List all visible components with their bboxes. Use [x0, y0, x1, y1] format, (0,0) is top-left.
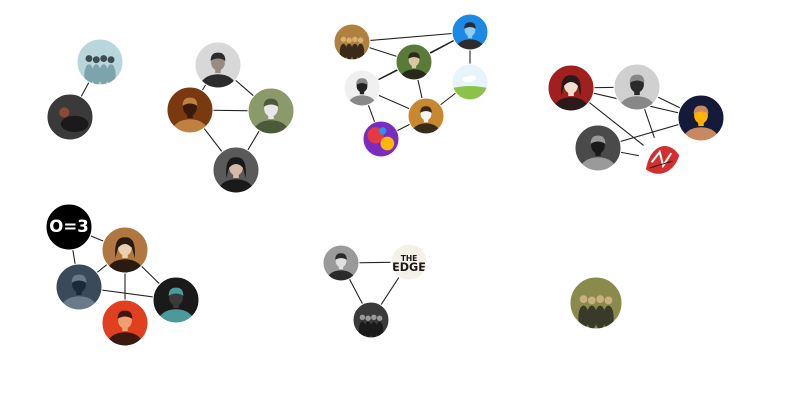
node-ring — [677, 94, 725, 142]
node-ring — [569, 276, 623, 330]
dark-photo-icon — [47, 94, 93, 140]
node-ring — [45, 203, 93, 251]
node-logo-text-bottom: EDGE — [392, 261, 426, 274]
node-portrait-man-b1[interactable] — [194, 41, 242, 100]
node-portrait-man-d4[interactable] — [574, 124, 622, 183]
node-group-photo-g1[interactable] — [569, 276, 623, 330]
portrait-woman-icon — [548, 65, 594, 111]
node-portrait-man-e4[interactable] — [152, 276, 200, 335]
node-portrait-man-b3[interactable] — [247, 87, 295, 146]
node-portrait-man-c2[interactable] — [451, 13, 489, 59]
node-portrait-man-d2[interactable] — [613, 63, 661, 122]
group-photo-icon — [570, 277, 622, 329]
node-ring — [574, 124, 622, 172]
node-portrait-man-f1[interactable] — [322, 244, 360, 290]
portrait-woman-icon — [102, 227, 148, 273]
node-text-logo-e1[interactable]: O=3 — [45, 203, 93, 251]
node-portrait-woman-d1[interactable] — [547, 64, 595, 123]
node-portrait-woman-b4[interactable] — [212, 146, 260, 205]
node-group-photo-a1[interactable] — [76, 38, 124, 86]
node-ring — [451, 63, 489, 101]
text-logo-icon: O=3 — [46, 204, 92, 250]
node-ring — [166, 86, 214, 134]
node-portrait-woman-e2[interactable] — [101, 226, 149, 285]
node-portrait-man-e3[interactable] — [55, 263, 103, 322]
node-ring — [547, 64, 595, 112]
node-dark-photo-a2[interactable] — [46, 93, 94, 141]
portrait-man-icon — [153, 277, 199, 323]
node-ring — [55, 263, 103, 311]
node-portrait-man-c6[interactable] — [407, 97, 445, 143]
node-portrait-man-c3[interactable] — [395, 43, 433, 89]
portrait-man-icon — [323, 245, 359, 281]
portrait-man-icon — [452, 14, 488, 50]
node-ring — [395, 43, 433, 81]
landscape-placeholder-icon — [452, 64, 488, 100]
node-ring — [333, 23, 371, 61]
node-ring — [46, 93, 94, 141]
node-ring — [638, 136, 686, 184]
portrait-man-icon — [396, 44, 432, 80]
node-ring — [407, 97, 445, 135]
node-portrait-man-b2[interactable] — [166, 86, 214, 145]
node-ring — [362, 120, 400, 158]
node-ring — [613, 63, 661, 111]
node-ring — [352, 301, 390, 339]
node-ring — [322, 244, 360, 282]
group-photo-icon — [77, 39, 123, 85]
node-colorful-art-c7[interactable] — [362, 120, 400, 158]
portrait-man-icon — [344, 70, 380, 106]
node-ring — [247, 87, 295, 135]
portrait-woman-icon — [213, 147, 259, 193]
group-photo-icon — [334, 24, 370, 60]
portrait-man-icon — [248, 88, 294, 134]
portrait-man-icon — [408, 98, 444, 134]
node-logo-text-top: THE — [401, 254, 418, 263]
node-ring — [194, 41, 242, 89]
node-ring — [152, 276, 200, 324]
node-ring — [451, 13, 489, 51]
portrait-man-icon — [678, 95, 724, 141]
node-group-photo-c1[interactable] — [333, 23, 371, 61]
node-ring — [343, 69, 381, 107]
node-landscape-placeholder-c5[interactable] — [451, 63, 489, 101]
colorful-art-icon — [363, 121, 399, 157]
node-portrait-man-c4[interactable] — [343, 69, 381, 115]
node-ring — [390, 243, 428, 281]
group-photo-icon — [353, 302, 389, 338]
node-ring — [212, 146, 260, 194]
node-group-photo-f3[interactable] — [352, 301, 390, 339]
edge-c1-c2 — [351, 31, 471, 43]
node-ring — [101, 299, 149, 347]
portrait-man-icon — [195, 42, 241, 88]
portrait-man-icon — [575, 125, 621, 171]
portrait-man-icon — [56, 264, 102, 310]
portrait-man-icon — [102, 300, 148, 346]
node-ring — [76, 38, 124, 86]
node-logo-text: O=3 — [49, 217, 88, 236]
node-red-logo-d5[interactable] — [638, 136, 686, 184]
node-ring — [101, 226, 149, 274]
portrait-man-icon — [614, 64, 660, 110]
portrait-man-icon — [167, 87, 213, 133]
node-portrait-man-d3[interactable] — [677, 94, 725, 153]
red-logo-icon — [639, 137, 685, 183]
node-portrait-man-e5[interactable] — [101, 299, 149, 358]
